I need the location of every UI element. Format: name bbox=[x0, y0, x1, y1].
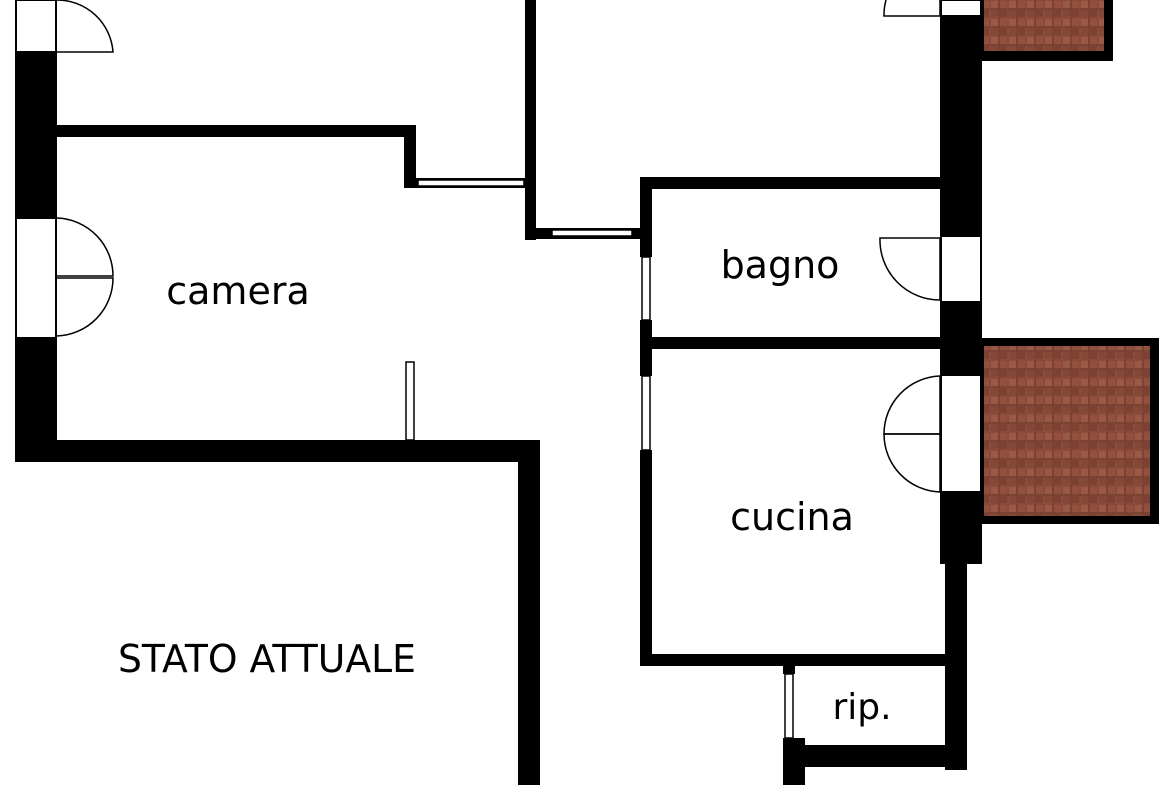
room-label-cucina: cucina bbox=[730, 495, 854, 539]
windows bbox=[15, 0, 982, 493]
plan-caption: STATO ATTUALE bbox=[118, 637, 416, 681]
terrace-right bbox=[978, 338, 1159, 524]
terrace-top bbox=[978, 0, 1113, 61]
room-label-camera: camera bbox=[166, 269, 309, 313]
room-label-bagno: bagno bbox=[721, 243, 840, 287]
room-label-ripostiglio: rip. bbox=[832, 687, 891, 728]
internal-doors bbox=[405, 179, 794, 739]
walls bbox=[15, 0, 982, 785]
door-swings bbox=[56, 0, 941, 493]
